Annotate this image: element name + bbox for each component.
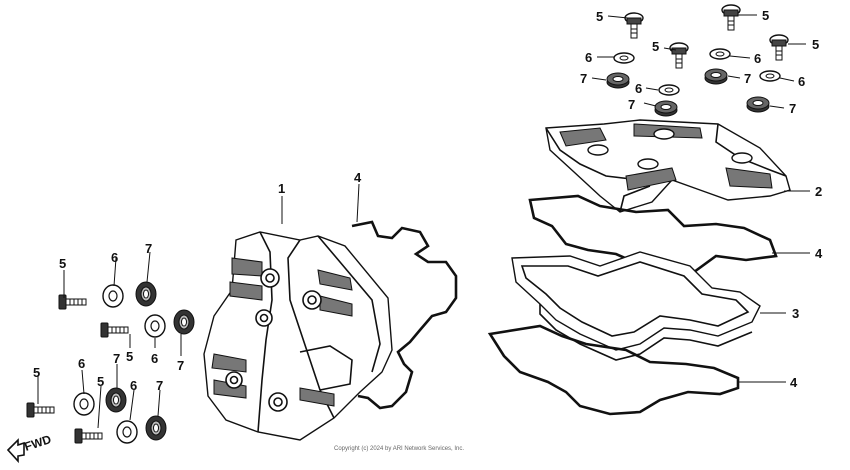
callout-1: 1 — [278, 181, 285, 196]
callout-4: 4 — [815, 246, 823, 261]
callout-6: 6 — [585, 50, 592, 65]
callout-5: 5 — [97, 374, 104, 389]
callout-labels: 1 4 2 4 3 4 5 5 5 5 6 6 6 6 7 7 7 7 5 6 … — [33, 8, 823, 393]
callout-2: 2 — [815, 184, 822, 199]
callout-5: 5 — [126, 349, 133, 364]
callout-3: 3 — [792, 306, 799, 321]
forward-label: FWD — [23, 432, 54, 454]
gasket-upper-right — [528, 194, 778, 278]
callout-7: 7 — [156, 378, 163, 393]
callout-6: 6 — [78, 356, 85, 371]
callout-6: 6 — [798, 74, 805, 89]
left-hardware — [26, 281, 195, 444]
head-cover-left — [203, 231, 393, 441]
callout-7: 7 — [628, 97, 635, 112]
head-cover-right — [545, 119, 791, 213]
forward-direction-indicator: FWD — [6, 432, 54, 464]
callout-5: 5 — [596, 9, 603, 24]
callout-7: 7 — [113, 351, 120, 366]
forward-arrow-icon — [6, 438, 25, 464]
callout-5: 5 — [652, 39, 659, 54]
callout-5: 5 — [762, 8, 769, 23]
callout-7: 7 — [177, 358, 184, 373]
callout-7: 7 — [580, 71, 587, 86]
gasket-lower-right — [487, 324, 740, 416]
callout-6: 6 — [151, 351, 158, 366]
copyright-text: Copyright (c) 2024 by ARI Network Servic… — [334, 446, 464, 452]
callout-7: 7 — [145, 241, 152, 256]
callout-6: 6 — [754, 51, 761, 66]
callout-5: 5 — [812, 37, 819, 52]
callout-7: 7 — [789, 101, 796, 116]
callout-4: 4 — [790, 375, 798, 390]
callout-4: 4 — [354, 170, 362, 185]
callout-5: 5 — [33, 365, 40, 380]
leader-lines — [37, 14, 810, 429]
callout-7: 7 — [744, 71, 751, 86]
gasket-left — [351, 220, 458, 410]
breather-plate — [511, 251, 761, 361]
callout-6: 6 — [130, 378, 137, 393]
callout-6: 6 — [111, 250, 118, 265]
callout-6: 6 — [635, 81, 642, 96]
callout-5: 5 — [59, 256, 66, 271]
